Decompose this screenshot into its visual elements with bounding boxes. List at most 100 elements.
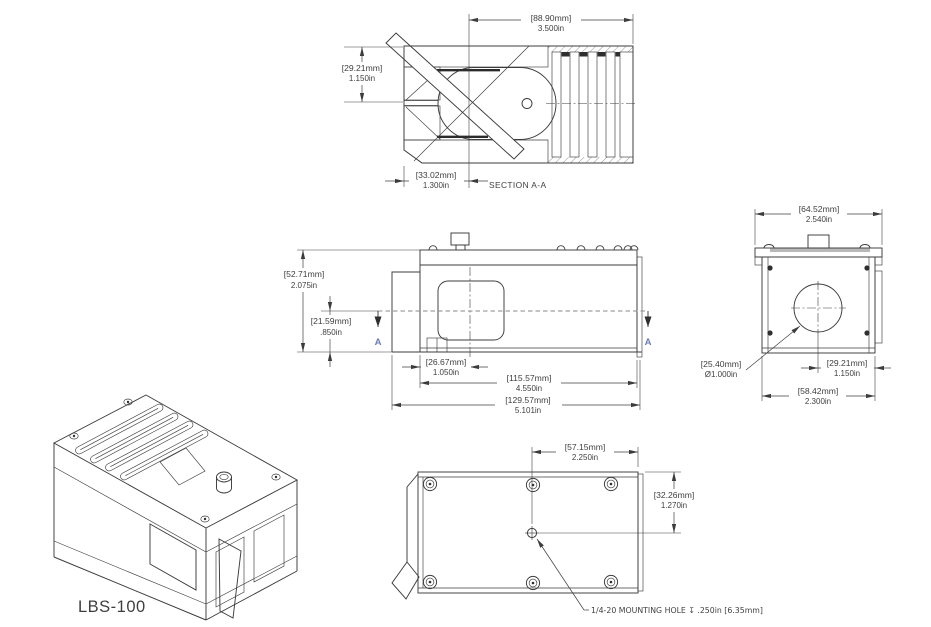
dim-side-body-in: 4.550in [516, 384, 542, 393]
iso-knob-top [216, 471, 232, 483]
screw-head [525, 575, 541, 591]
cap-lip-right [874, 256, 883, 266]
bottom-plate [417, 471, 639, 594]
dim-section-offset-in: 1.300in [423, 181, 449, 190]
iso-frame-cutout [149, 523, 197, 591]
dim-section-height-mm: [29.21mm] [342, 63, 383, 73]
top-bump [613, 245, 623, 251]
section-letter-left: A [375, 337, 382, 348]
adjustment-knob [450, 232, 470, 246]
optical-path-line [413, 45, 530, 162]
dim-aperture-in: Ø1.000in [705, 370, 737, 379]
dim-side-axis-in: .850in [320, 328, 342, 337]
iso-fin [105, 420, 194, 472]
dim-bottom-holex-in: 2.250in [572, 453, 598, 462]
corner-screw [864, 265, 870, 271]
screw-head [422, 476, 438, 492]
dim-end-axis-in: 1.150in [834, 369, 860, 378]
dim-text-bg [556, 441, 614, 463]
splitter-plate [385, 32, 525, 160]
screw-head [603, 476, 619, 492]
iso-fin [75, 403, 164, 455]
iso-screw [271, 473, 281, 481]
iso-frame-cutout [215, 536, 245, 608]
dim-text-bg [306, 315, 357, 339]
iso-splitter-tab [218, 538, 242, 619]
model-label: LBS-100 [78, 598, 146, 616]
end-body [761, 256, 876, 354]
cavity-taper-line [405, 106, 441, 140]
knob-base [455, 244, 466, 251]
bore-pin-hole [521, 98, 533, 109]
corner-screw [864, 330, 870, 336]
dim-text-bg [337, 62, 388, 85]
screw-head [422, 574, 438, 590]
splitter-plate-bg [386, 33, 524, 159]
iso-knob-side [216, 477, 232, 494]
iso-fin [90, 412, 179, 464]
dim-side-height-in: 2.075in [291, 281, 317, 290]
splitter-tab [391, 561, 420, 600]
dim-side-body-mm: [115.57mm] [507, 373, 552, 383]
plate-chamfer [406, 473, 419, 488]
iso-top-face [53, 394, 298, 529]
iso-frame-cutout [253, 514, 285, 583]
section-fin [551, 51, 562, 158]
dim-side-window-mm: [26.67mm] [426, 357, 467, 367]
section-bottom-strip [548, 157, 633, 163]
bottom-view: [57.15mm] 2.250in [32.26mm] 1.270in 1/4-… [391, 441, 763, 615]
iso-knob-socket [219, 473, 229, 481]
fin-gap-detail [561, 52, 570, 57]
iso-seam [205, 503, 298, 553]
dim-end-width-top-mm: [64.52mm] [799, 204, 840, 214]
section-fin [569, 51, 580, 158]
section-right-wall [619, 51, 634, 158]
iso-seam [53, 540, 207, 605]
fin-gap-detail [579, 52, 588, 57]
section-letter-right: A [645, 337, 652, 348]
iso-screw [123, 398, 133, 406]
leader-line [745, 325, 801, 371]
dim-side-overall-in: 5.101in [515, 406, 541, 415]
dim-bottom-holey-mm: [32.26mm] [654, 490, 695, 500]
screw-head [525, 477, 541, 493]
end-side-tab [874, 270, 883, 344]
corner-screw [767, 265, 773, 271]
section-top-strip [548, 46, 633, 52]
dim-text-bg [521, 11, 581, 33]
dim-end-axis-mm: [29.21mm] [827, 358, 868, 368]
dim-side-window-in: 1.050in [433, 368, 459, 377]
fin-gap-detail [615, 52, 620, 57]
dim-section-width-mm: [88.90mm] [531, 13, 572, 23]
mounting-hole-note: 1/4-20 MOUNTING HOLE ↧ .250in [6.35mm] [591, 606, 763, 615]
iso-fin [120, 429, 209, 481]
dim-side-overall-mm: [129.57mm] [505, 395, 550, 405]
dim-text-bg [421, 357, 471, 379]
dim-text-bg [648, 489, 701, 512]
dim-end-width-top-in: 2.540in [806, 215, 832, 224]
dim-end-width-bottom-mm: [58.42mm] [798, 386, 839, 396]
dim-text-bg [497, 373, 561, 394]
dim-aperture-mm: [25.40mm] [701, 359, 742, 369]
end-cap-shade [770, 248, 870, 252]
dim-text-bg [821, 358, 874, 380]
side-window [437, 280, 505, 341]
dim-text-bg [495, 395, 562, 416]
end-view: [64.52mm] 2.540in [25.40mm] Ø1.000in [29… [701, 203, 891, 407]
dim-bottom-holex-mm: [57.15mm] [565, 442, 606, 452]
top-bump [556, 245, 566, 251]
cap-bump [763, 244, 775, 249]
dim-text-bg [409, 169, 464, 192]
dim-bottom-holey-in: 1.270in [661, 501, 687, 510]
cap-bump [859, 244, 871, 249]
fin-gap-detail [597, 52, 606, 57]
top-bump [623, 245, 633, 251]
top-bump [576, 245, 586, 251]
dim-text-bg [789, 386, 846, 407]
iso-seam [205, 555, 298, 605]
corner-screw [767, 330, 773, 336]
iso-recess [159, 447, 206, 486]
section-bottom-wall [403, 139, 549, 164]
